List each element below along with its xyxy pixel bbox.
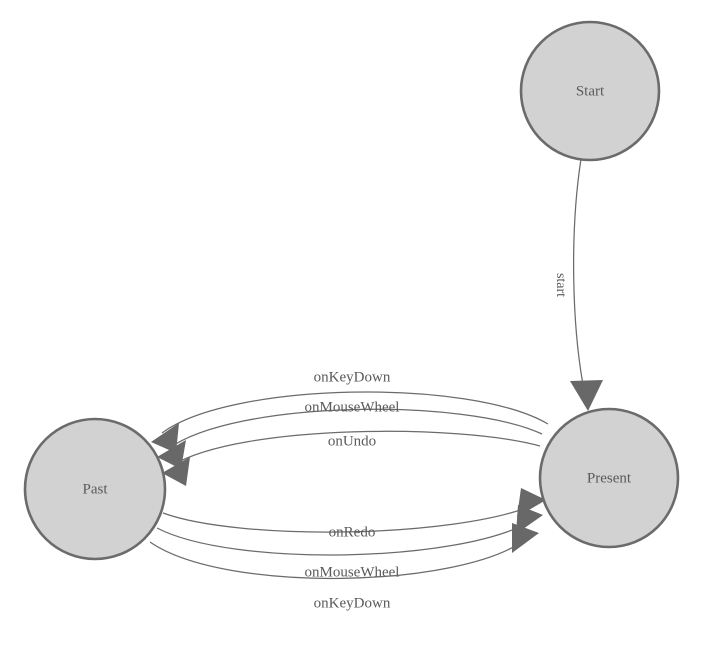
edge-past-to-present-onredo-path — [162, 504, 535, 533]
edge-present-to-past-onundo-label: onUndo — [328, 433, 376, 449]
edge-present-to-past-onundo-arrowhead — [162, 457, 190, 486]
edge-past-to-present-onkeydown-path — [149, 538, 527, 580]
edge-past-to-present-onkeydown[interactable]: onKeyDown — [149, 523, 539, 611]
edge-start-to-present-arrowhead — [570, 380, 603, 411]
edge-past-to-present-onmousewheel-arrowhead — [516, 505, 543, 534]
node-present-label: Present — [587, 470, 632, 486]
node-start[interactable]: Start — [519, 20, 661, 162]
edge-past-to-present-onmousewheel-path — [156, 520, 532, 556]
edge-past-to-present-onkeydown-label: onKeyDown — [314, 595, 391, 611]
edge-present-to-past-onkeydown[interactable]: onKeyDown — [151, 369, 549, 453]
edge-present-to-past-onmousewheel-path — [167, 408, 543, 450]
node-past-label: Past — [82, 481, 108, 497]
edge-present-to-past-onmousewheel-label: onMouseWheel — [305, 399, 400, 415]
node-past[interactable]: Past — [23, 417, 167, 561]
node-present-circle[interactable] — [538, 407, 680, 549]
node-start-circle[interactable] — [519, 20, 661, 162]
edge-present-to-past-onkeydown-path — [161, 391, 549, 434]
edge-past-to-present-onmousewheel[interactable]: onMouseWheel — [156, 505, 543, 580]
edge-start-to-present[interactable]: start — [553, 158, 603, 411]
node-present[interactable]: Present — [538, 407, 680, 549]
edge-present-to-past-onundo[interactable]: onUndo — [162, 430, 541, 486]
edge-past-to-present-onredo[interactable]: onRedo — [162, 488, 546, 540]
node-start-label: Start — [576, 83, 605, 99]
edge-past-to-present-onmousewheel-label: onMouseWheel — [305, 564, 400, 580]
edge-present-to-past-onkeydown-arrowhead — [151, 423, 179, 453]
edge-start-to-present-path — [572, 158, 587, 401]
edge-past-to-present-onredo-label: onRedo — [329, 524, 376, 540]
edge-start-to-present-label: start — [553, 273, 568, 297]
edge-present-to-past-onundo-path — [172, 430, 541, 466]
edge-present-to-past-onkeydown-label: onKeyDown — [314, 369, 391, 385]
node-past-circle[interactable] — [23, 417, 167, 561]
edge-past-to-present-onkeydown-arrowhead — [512, 523, 539, 553]
